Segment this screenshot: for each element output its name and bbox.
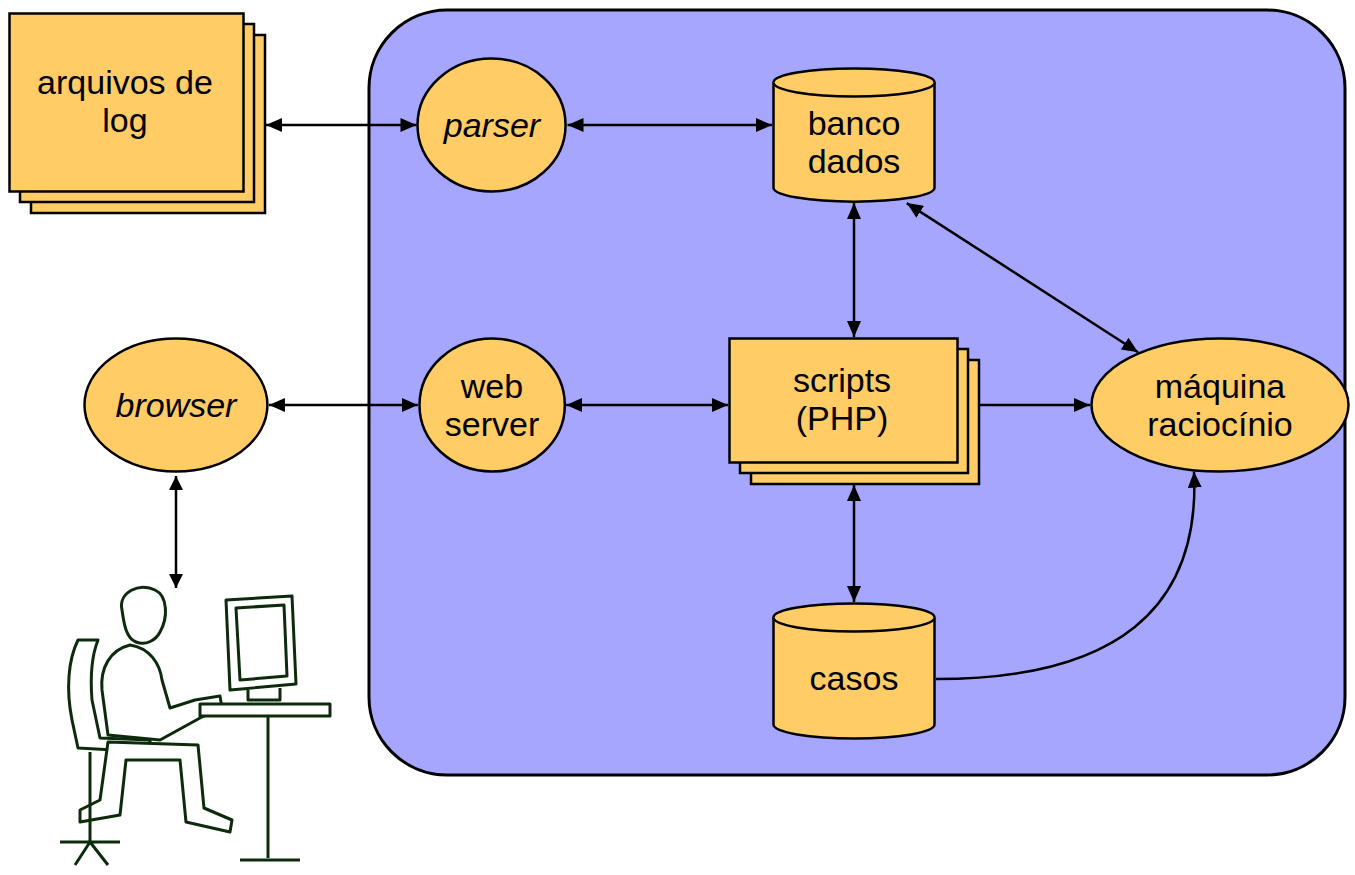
connector-arrow xyxy=(566,404,728,407)
parser-circle: parser xyxy=(416,57,567,193)
connector-arrow xyxy=(266,124,416,127)
scripts-stack: scripts (PHP) xyxy=(728,337,980,485)
node-label: web server xyxy=(437,367,547,443)
database-cylinder: banco dados xyxy=(772,67,936,203)
connector-arrow xyxy=(269,404,418,407)
reasoning-engine-ellipse: máquina raciocínio xyxy=(1090,337,1350,473)
connector-arrow xyxy=(568,124,772,127)
connector-arrow xyxy=(853,203,856,337)
node-label: browser xyxy=(116,386,237,424)
cases-cylinder: casos xyxy=(772,602,936,740)
connector-arrow xyxy=(853,485,856,602)
node-label: máquina raciocínio xyxy=(1120,367,1320,443)
node-label: banco dados xyxy=(779,104,929,180)
web-server-circle: web server xyxy=(418,337,566,473)
connector-arrow xyxy=(907,203,1138,352)
browser-circle: browser xyxy=(83,337,269,473)
connector-arrow xyxy=(980,404,1090,407)
node-label: parser xyxy=(444,106,540,144)
node-label: scripts (PHP) xyxy=(752,361,932,437)
node-label: arquivos de log xyxy=(25,63,225,139)
log-files-stack: arquivos de log xyxy=(8,12,266,214)
connector-arrow xyxy=(936,472,1194,679)
node-label: casos xyxy=(810,659,899,697)
